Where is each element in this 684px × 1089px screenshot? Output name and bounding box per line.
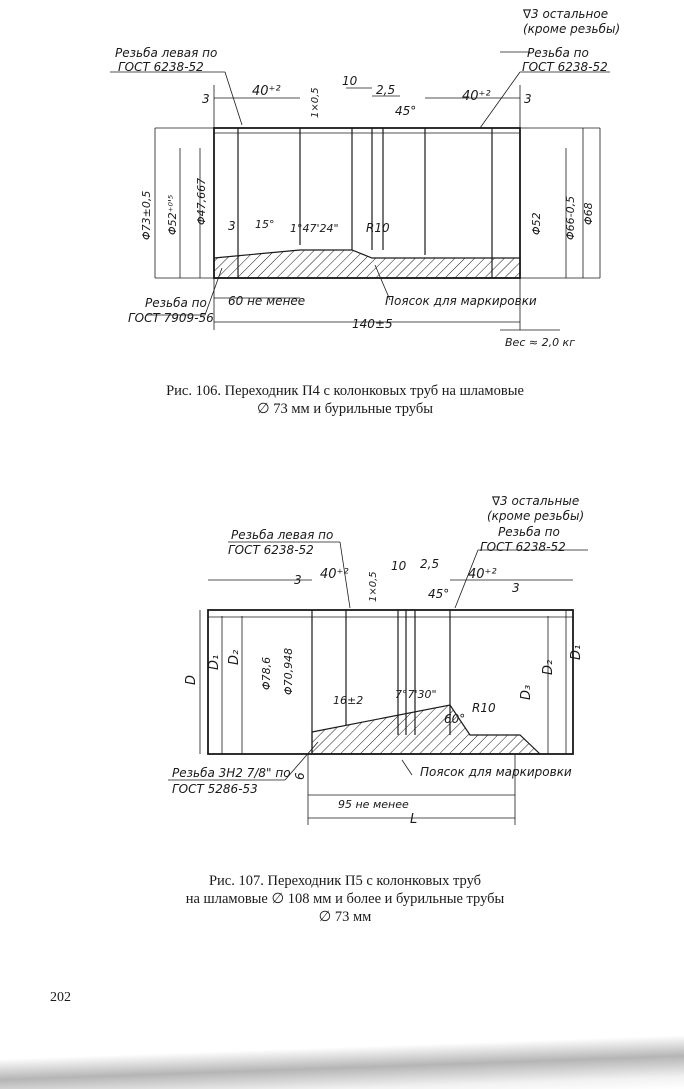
fig106-dim-10: 10 <box>342 74 358 88</box>
fig106-angle-taper: 1°47'24" <box>290 222 339 235</box>
fig107-thread-bottom-std: ГОСТ 5286-53 <box>172 782 258 796</box>
fig106-surface-finish: ∇3 остальное <box>522 7 608 21</box>
fig107-angle-taper: 7°7'30" <box>395 688 437 701</box>
fig107-dim-1x05: 1×0,5 <box>368 571 379 602</box>
fig107-marking-band: Поясок для маркировки <box>420 765 572 779</box>
fig106-dim-1x05: 1×0,5 <box>310 87 321 118</box>
figure-106-drawing: ∇3 остальное (кроме резьбы) Резьба левая… <box>0 0 684 360</box>
figure-107-drawing: ∇3 остальные (кроме резьбы) Резьба левая… <box>0 490 684 850</box>
fig107-surface-finish-note: (кроме резьбы) <box>487 509 584 523</box>
fig107-dim-10: 10 <box>391 559 407 573</box>
fig107-angle-45: 45° <box>428 587 449 601</box>
fig106-dim-3-right: 3 <box>524 92 532 106</box>
fig106-dia-52: Φ52⁺⁰'⁵ <box>166 195 179 235</box>
figure-107-caption: Рис. 107. Переходник П5 с колонковых тру… <box>40 872 650 926</box>
fig106-dim-40-right: 40⁺² <box>462 89 491 104</box>
fig107-dim-3-left: 3 <box>294 573 302 587</box>
fig106-dim-3-inner: 3 <box>228 219 236 233</box>
fig106-total-length: 140±5 <box>352 317 393 331</box>
fig107-thread-right-std: ГОСТ 6238-52 <box>480 540 566 554</box>
figure-106-caption: Рис. 106. Переходник П4 с колонковых тру… <box>40 382 650 418</box>
fig107-dia-D1: D₁ <box>207 655 222 670</box>
fig106-thread-right-std: ГОСТ 6238-52 <box>522 60 608 74</box>
fig106-angle-45: 45° <box>395 104 416 118</box>
fig106-thread-right: Резьба по <box>527 46 589 60</box>
fig107-angle-60: 60° <box>444 712 465 726</box>
fig106-thread-left: Резьба левая по <box>115 46 217 60</box>
fig107-dia-D2: D₂ <box>227 650 242 665</box>
figure-106-caption-line2: ∅ 73 мм и бурильные трубы <box>257 401 433 417</box>
fig106-dia-47: Φ47,667 <box>195 178 208 225</box>
fig106-radius: R10 <box>366 221 390 235</box>
fig107-radius: R10 <box>472 701 496 715</box>
figure-107-caption-line3: ∅ 73 мм <box>318 909 372 925</box>
fig106-angle-15: 15° <box>255 218 275 231</box>
fig107-dim-40-right: 40⁺² <box>468 567 497 582</box>
fig107-dim-6: 6 <box>293 772 307 780</box>
figure-107-caption-line2: на шламовые ∅ 108 мм и более и бурильные… <box>185 891 505 907</box>
fig106-dia-68: Φ68 <box>582 202 595 225</box>
fig106-dia-52r: Φ52 <box>530 212 543 235</box>
fig106-dim-3-left: 3 <box>202 92 210 106</box>
fig106-dia-73: Φ73±0,5 <box>140 191 153 240</box>
fig107-dia-D: D <box>184 675 199 685</box>
fig107-dia-786: Φ78,6 <box>260 657 273 690</box>
fig106-marking-band: Поясок для маркировки <box>385 294 537 308</box>
fig106-thread-left-std: ГОСТ 6238-52 <box>118 60 204 74</box>
fig106-dim-40-left: 40⁺² <box>252 84 281 99</box>
fig107-dim-16: 16±2 <box>333 694 363 707</box>
fig106-dia-66: Φ66-0,5 <box>564 196 577 240</box>
fig106-dim-25: 2,5 <box>376 83 395 97</box>
fig107-surface-finish: ∇3 остальные <box>491 494 579 508</box>
fig107-thread-right: Резьба по <box>498 525 560 539</box>
fig107-dia-D2r: D₂ <box>541 660 556 675</box>
fig107-dia-D1r: D₁ <box>569 645 584 660</box>
fig107-dim-3-right: 3 <box>512 581 520 595</box>
fig107-dia-D3: D₃ <box>519 685 534 700</box>
fig107-dia-70: Φ70,948 <box>282 648 295 695</box>
fig107-total-length: L <box>410 812 417 827</box>
fig106-thread-bottom-std: ГОСТ 7909-56 <box>128 311 214 325</box>
fig107-dim-25: 2,5 <box>420 557 439 571</box>
fig107-thread-left: Резьба левая по <box>231 528 333 542</box>
page-number: 202 <box>50 990 71 1005</box>
scan-shadow <box>0 1030 684 1089</box>
fig107-min-length: 95 не менее <box>338 798 409 811</box>
fig107-thread-bottom: Резьба 3Н2 7/8" по <box>172 766 291 780</box>
fig106-surface-finish-note: (кроме резьбы) <box>523 22 620 36</box>
fig106-min-length: 60 не менее <box>228 294 305 308</box>
fig107-thread-left-std: ГОСТ 6238-52 <box>228 543 314 557</box>
fig106-weight: Вес ≈ 2,0 кг <box>505 336 575 349</box>
figure-106-caption-line1: Рис. 106. Переходник П4 с колонковых тру… <box>166 383 524 399</box>
fig107-dim-40-left: 40⁺² <box>320 567 349 582</box>
figure-107-caption-line1: Рис. 107. Переходник П5 с колонковых тру… <box>208 873 482 889</box>
fig106-thread-bottom: Резьба по <box>145 296 207 310</box>
